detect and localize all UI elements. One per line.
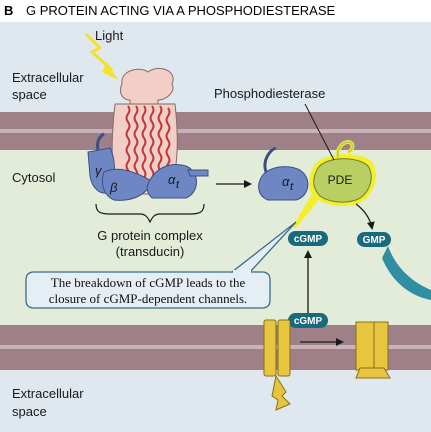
extracellular-bottom-label-line1: Extracellular xyxy=(12,386,84,401)
cgmp-to-gmp-arrow xyxy=(355,203,375,230)
cgmp-channel-closed xyxy=(355,321,391,379)
title-bar-background xyxy=(0,0,431,22)
beta-subunit xyxy=(101,168,151,201)
pde-body xyxy=(313,158,372,203)
alpha-t-active-label: α xyxy=(282,174,290,189)
cgmp-upper-label: cGMP xyxy=(294,234,323,245)
alpha-subunit xyxy=(146,164,197,199)
callout-line2: closure of cGMP-dependent channels. xyxy=(49,291,248,306)
gamma-label: γ xyxy=(95,163,103,178)
gmp-label: GMP xyxy=(363,235,386,246)
alpha-t-label: α xyxy=(168,172,176,187)
cgmp-channel-open xyxy=(263,319,291,411)
pde-label: PDE xyxy=(328,173,353,187)
panel-letter: B xyxy=(4,3,13,18)
top-membrane xyxy=(0,112,431,150)
gamma-anchor xyxy=(96,132,105,151)
phosphodiesterase-label: Phosphodiesterase xyxy=(214,86,325,101)
alpha-t-subscript: t xyxy=(176,179,180,191)
alpha-t-active xyxy=(258,146,309,201)
light-bolt-arrowhead xyxy=(102,62,118,80)
transducin-label: (transducin) xyxy=(116,244,185,259)
cytosol-label: Cytosol xyxy=(12,170,55,185)
cgmp-lower-label: cGMP xyxy=(294,316,323,327)
g-protein-complex-label: G protein complex xyxy=(97,228,203,243)
g-protein-bracket xyxy=(95,203,205,224)
extracellular-top-region xyxy=(0,22,431,112)
callout-line1: The breakdown of cGMP leads to the xyxy=(51,275,246,290)
beta-label: β xyxy=(109,180,118,195)
cgmp-badge-upper xyxy=(288,231,328,246)
extracellular-top-label-line2: space xyxy=(12,87,47,102)
alpha-anchor xyxy=(187,169,209,177)
light-bolt-icon xyxy=(84,32,114,72)
extracellular-bottom-label-line2: space xyxy=(12,404,47,419)
pde-yellow-wedge xyxy=(292,194,320,228)
alpha-t-active-subscript: t xyxy=(290,181,294,193)
pde-enzyme xyxy=(309,139,377,206)
phosphodiesterase-leader-line xyxy=(304,103,335,161)
extracellular-top-label-line1: Extracellular xyxy=(12,70,84,85)
gmp-badge xyxy=(357,232,391,247)
figure-title: G PROTEIN ACTING VIA A PHOSPHODIESTERASE xyxy=(26,3,336,18)
light-label: Light xyxy=(95,28,124,43)
g-protein-complex xyxy=(87,132,209,201)
callout-box xyxy=(25,221,297,309)
extracellular-bottom-region xyxy=(0,370,431,432)
cgmp-badge-lower xyxy=(288,313,328,328)
gmp-exit-swoosh xyxy=(382,246,431,300)
